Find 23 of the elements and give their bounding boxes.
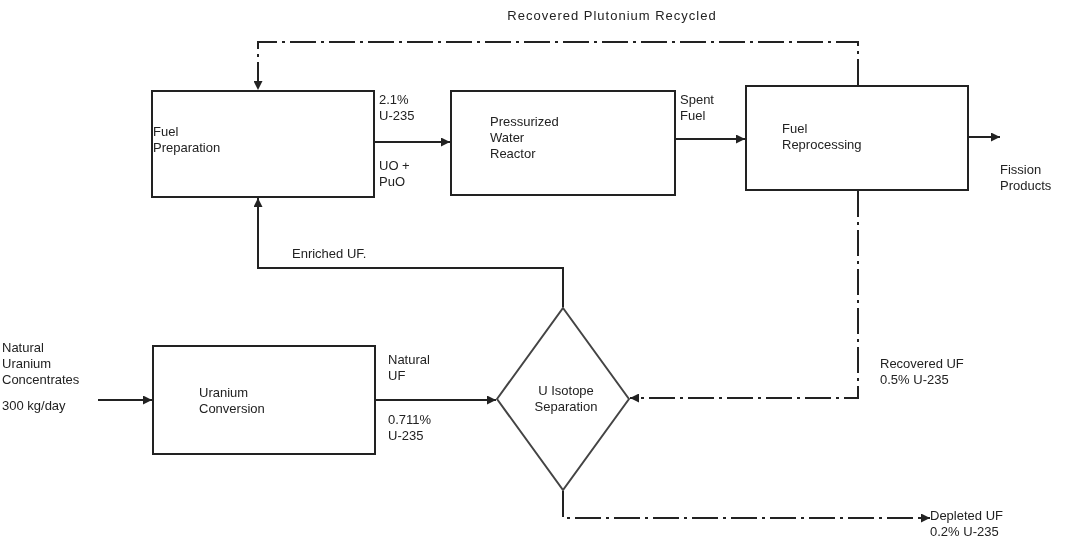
flow-arrow <box>253 41 859 91</box>
process-label: U Isotope Separation <box>533 383 599 415</box>
process-box <box>450 90 676 196</box>
flow-arrow <box>562 490 931 523</box>
flow-arrow <box>375 395 497 405</box>
flow-text-line: Fission Products <box>1000 162 1053 194</box>
decision-diamond <box>496 307 630 491</box>
flow-arrow <box>675 134 746 144</box>
process-box <box>745 85 969 191</box>
flow-arrow <box>968 132 1001 142</box>
process-label: Fuel Reprocessing <box>782 121 863 153</box>
flow-text-line: 300 kg/day <box>2 398 67 414</box>
process-label: Pressurized Water Reactor <box>490 114 560 162</box>
flow-arrow <box>374 137 451 147</box>
process-box <box>152 345 376 455</box>
flow-arrow <box>253 197 564 308</box>
flow-text-line: Depleted UF 0.2% U-235 <box>930 508 1004 540</box>
process-label: Fuel Preparation <box>153 124 222 156</box>
process-label: Uranium Conversion <box>199 385 266 417</box>
process-box <box>151 90 375 198</box>
flow-arrow <box>97 395 153 405</box>
flow-text-line: Natural Uranium Concentrates <box>2 340 81 388</box>
flow-arrow <box>629 190 859 403</box>
